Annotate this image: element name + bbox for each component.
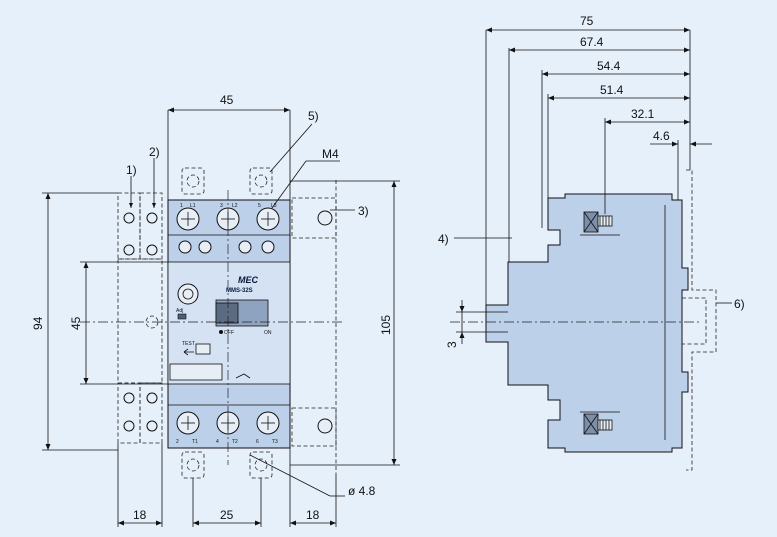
aux-contact-outline-left-bottom — [117, 382, 141, 444]
aux-outline-left-mid — [117, 258, 163, 384]
mount-hole-bottom-right — [254, 458, 268, 472]
mount-tab-top-right — [249, 167, 273, 195]
aux-screws — [123, 210, 333, 434]
off-label: OFF — [224, 330, 234, 336]
label-window — [169, 363, 223, 381]
terminal-label-3: 3 — [220, 203, 223, 209]
callout-1: 1) — [126, 163, 137, 177]
top-terminals — [176, 207, 280, 254]
callout-2: 2) — [149, 145, 160, 159]
dim-bottom-25: 25 — [220, 508, 234, 522]
terminal-label-1: 1 — [180, 203, 183, 209]
side-view: 75 67.4 54.4 51.4 32.1 4.6 3 4) 6) — [438, 14, 745, 471]
callout-6: 6) — [734, 297, 745, 311]
aux-contact-outline-left-bottom-2 — [139, 382, 163, 444]
side-screw-top — [580, 211, 620, 236]
bottom-terminals — [176, 411, 280, 435]
terminal-label-L1: L1 — [190, 203, 196, 209]
test-button[interactable] — [195, 343, 211, 355]
dim-32-1: 32.1 — [631, 107, 655, 121]
front-view: 1 L1 3 L2 5 L3 2 T1 4 T2 6 T3 Adj MEC MM… — [31, 93, 400, 527]
dim-3: 3 — [445, 341, 459, 348]
callout-3: 3) — [358, 204, 369, 218]
on-label: ON — [264, 330, 272, 336]
side-body — [485, 193, 689, 453]
dim-75: 75 — [580, 14, 594, 28]
screw-size-label: M4 — [322, 147, 339, 161]
model-label: MMS-32S — [226, 288, 253, 294]
mount-tab-top-left — [181, 167, 205, 195]
adjust-indicator — [177, 313, 187, 320]
dim-height-105: 105 — [379, 315, 393, 335]
test-label: TEST — [182, 341, 195, 347]
terminal-label-T3: T3 — [272, 439, 278, 445]
mount-hole-bottom-left — [186, 458, 200, 472]
callout-4: 4) — [438, 232, 449, 246]
aux-outline-right-bottom — [291, 407, 337, 447]
mount-tab-bottom-left — [181, 451, 205, 479]
terminal-label-T1: T1 — [192, 439, 198, 445]
dim-4-6: 4.6 — [653, 129, 670, 143]
terminal-label-6: 6 — [256, 439, 259, 445]
mount-hole-top-right — [254, 174, 268, 188]
dim-mount-45: 45 — [69, 316, 83, 330]
side-screw-bottom — [580, 411, 620, 435]
hole-diameter-label: ø 4.8 — [348, 484, 376, 498]
dim-51-4: 51.4 — [600, 83, 624, 97]
mount-hole-top-left — [186, 174, 200, 188]
dim-67-4: 67.4 — [580, 35, 604, 49]
dim-bottom-18-right: 18 — [306, 508, 320, 522]
terminal-label-4: 4 — [216, 439, 219, 445]
terminal-label-5: 5 — [258, 203, 261, 209]
dim-bottom-18-left: 18 — [133, 508, 147, 522]
terminal-label-T2: T2 — [232, 439, 238, 445]
toggle-lever[interactable] — [215, 302, 239, 324]
callout-5: 5) — [308, 109, 319, 123]
dim-height-94: 94 — [31, 316, 45, 330]
adjust-label: Adj — [176, 308, 183, 314]
aux-outline-right-top — [291, 197, 337, 239]
adjust-dial[interactable] — [177, 283, 199, 305]
dim-54-4: 54.4 — [597, 59, 621, 73]
dim-width-45: 45 — [220, 93, 234, 107]
terminal-label-2: 2 — [176, 439, 179, 445]
brand-logo: MEC — [238, 275, 259, 285]
side-dimensions — [485, 27, 712, 305]
din-rail-outline — [686, 169, 717, 471]
terminal-label-L2: L2 — [232, 203, 238, 209]
